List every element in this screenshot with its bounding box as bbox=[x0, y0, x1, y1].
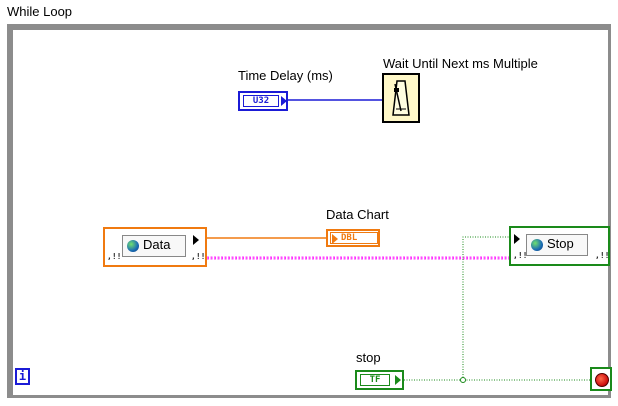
iteration-terminal[interactable]: i bbox=[15, 368, 30, 385]
stop-control-terminal[interactable]: TF bbox=[355, 370, 404, 390]
output-arrow-icon bbox=[395, 375, 401, 385]
stop-variable-label: Stop bbox=[547, 236, 574, 251]
stop-control-label: stop bbox=[356, 350, 381, 365]
while-loop-frame[interactable] bbox=[7, 24, 611, 398]
input-arrow-icon bbox=[332, 234, 338, 244]
input-arrow-icon bbox=[514, 234, 520, 244]
data-variable-label: Data bbox=[143, 237, 171, 252]
data-variable-node[interactable]: Data ,!! ,!! bbox=[103, 227, 207, 267]
output-arrow-icon bbox=[193, 235, 199, 245]
dbl-type-label: DBL bbox=[330, 232, 378, 244]
globe-icon bbox=[531, 239, 543, 251]
stop-sign-icon bbox=[595, 373, 609, 387]
while-loop-label: While Loop bbox=[7, 4, 73, 19]
stop-variable-node[interactable]: ,!! Stop ,!! bbox=[509, 226, 610, 266]
time-delay-label: Time Delay (ms) bbox=[238, 68, 333, 83]
error-out-icon: ,!! bbox=[191, 252, 206, 261]
error-in-icon: ,!! bbox=[513, 251, 528, 260]
error-in-icon: ,!! bbox=[107, 252, 122, 261]
time-delay-terminal[interactable]: U32 bbox=[238, 91, 288, 111]
u32-type-label: U32 bbox=[243, 95, 279, 107]
output-arrow-icon bbox=[281, 96, 287, 106]
conditional-terminal[interactable] bbox=[590, 367, 612, 391]
error-out-icon: ,!! bbox=[595, 251, 610, 260]
data-variable-box: Data bbox=[122, 235, 186, 257]
wire-junction bbox=[460, 377, 466, 383]
metronome-icon[interactable] bbox=[382, 73, 420, 123]
wait-label: Wait Until Next ms Multiple bbox=[383, 56, 538, 71]
globe-icon bbox=[127, 240, 139, 252]
data-chart-label: Data Chart bbox=[326, 207, 389, 222]
data-chart-terminal[interactable]: DBL bbox=[326, 229, 380, 247]
tf-type-label: TF bbox=[360, 374, 390, 386]
stop-variable-box: Stop bbox=[526, 234, 588, 256]
